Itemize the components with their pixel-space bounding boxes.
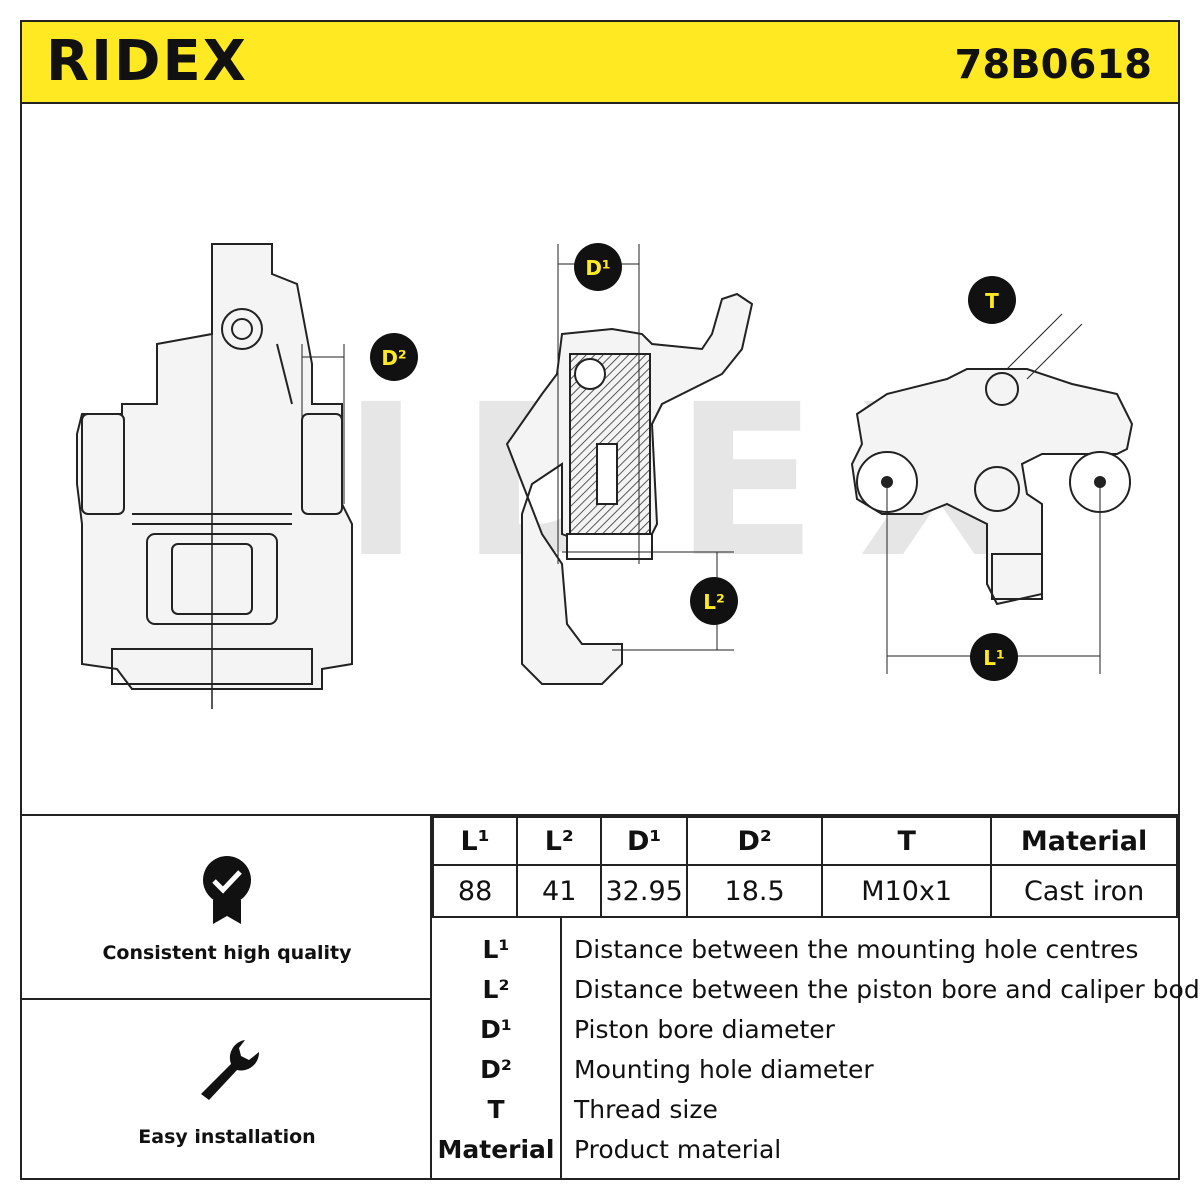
spec-value-l1: 88 — [431, 864, 519, 918]
quality-badge-icon — [197, 854, 257, 931]
legend-text-l2: Distance between the piston bore and cal… — [574, 975, 1200, 1004]
feature-installation: Easy installation — [22, 1000, 432, 1180]
spec-value-material: Cast iron — [990, 864, 1178, 918]
spec-header-material: Material — [990, 816, 1178, 866]
badge-l2: L² — [690, 577, 738, 625]
spec-header-d1: D¹ — [600, 816, 689, 866]
spec-value-d2: 18.5 — [686, 864, 824, 918]
legend-key-column — [432, 918, 562, 1180]
legend-text-l1: Distance between the mounting hole centr… — [574, 935, 1139, 964]
legend-text-d2: Mounting hole diameter — [574, 1055, 874, 1084]
badge-t: T — [968, 276, 1016, 324]
technical-drawing-svg: RIDEX — [76, 243, 1134, 709]
feature-quality-label: Consistent high quality — [102, 942, 352, 964]
legend-key-l1: L¹ — [482, 935, 510, 964]
technical-drawing: RIDEX — [22, 104, 1178, 814]
spec-value-t: M10x1 — [821, 864, 993, 918]
legend-key-d1: D¹ — [480, 1015, 512, 1044]
caliper-front-view — [76, 243, 353, 690]
feature-installation-label: Easy installation — [138, 1126, 316, 1148]
legend-text-d1: Piston bore diameter — [574, 1015, 835, 1044]
product-sheet: RIDEX 78B0618 RIDEX — [20, 20, 1200, 1180]
legend-key-d2: D² — [480, 1055, 512, 1084]
caliper-section-view — [505, 292, 754, 685]
legend-key-material: Material — [437, 1135, 555, 1164]
legend-key-l2: L² — [482, 975, 510, 1004]
spec-header-t: T — [821, 816, 993, 866]
badge-l1: L¹ — [970, 633, 1018, 681]
badge-d2: D² — [370, 333, 418, 381]
legend-text-material: Product material — [574, 1135, 782, 1164]
wrench-icon — [197, 1036, 263, 1107]
legend-text-t: Thread size — [574, 1095, 718, 1124]
specs-section: Consistent high quality Easy installatio… — [22, 814, 1200, 1180]
header-bar: RIDEX 78B0618 — [22, 22, 1178, 104]
specs-table: L¹ L² D¹ D² T Material 88 41 32.95 18.5 … — [431, 816, 1178, 918]
specs-header-row: L¹ L² D¹ D² T Material — [431, 816, 1178, 866]
badge-d1-label: D¹ — [585, 256, 610, 280]
badge-l2-label: L² — [703, 590, 725, 614]
spec-header-d2: D² — [686, 816, 824, 866]
specs-value-row: 88 41 32.95 18.5 M10x1 Cast iron — [431, 864, 1178, 918]
spec-header-l1: L¹ — [431, 816, 519, 866]
brand-logo: RIDEX — [46, 29, 248, 94]
spec-value-d1: 32.95 — [600, 864, 689, 918]
badge-d2-label: D² — [381, 346, 406, 370]
badge-l1-label: L¹ — [983, 646, 1005, 670]
legend: L¹ Distance between the mounting hole ce… — [432, 918, 1200, 1180]
part-number: 78B0618 — [954, 42, 1152, 88]
legend-key-t: T — [487, 1095, 505, 1124]
spec-value-l2: 41 — [516, 864, 603, 918]
badge-d1: D¹ — [574, 243, 622, 291]
feature-quality: Consistent high quality — [22, 816, 432, 1000]
spec-header-l2: L² — [516, 816, 603, 866]
badge-t-label: T — [985, 289, 999, 313]
